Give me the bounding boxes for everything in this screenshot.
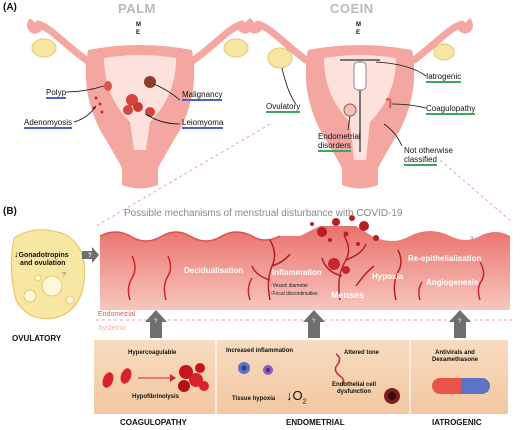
dashed-link-left: [95, 123, 271, 227]
increased-inflammation-label: Increased inflammation: [226, 348, 294, 354]
iatro-arrow-question: ?: [458, 319, 462, 325]
inflammation-label: Inflammation: [272, 268, 322, 277]
menses-label: Menses: [331, 290, 365, 300]
systemic-panel-background: [94, 340, 508, 414]
vessel-squiggle: [334, 353, 345, 387]
up-arrow-iatrogenic: [449, 310, 471, 338]
coein-title: COEIN: [330, 1, 374, 16]
palm-endometrium-label: E: [136, 30, 141, 36]
hypofibrinolysis-label: Hypofibrinolysis: [132, 394, 180, 400]
palm-uterus-diagram: [27, 18, 253, 189]
arrow-ovary-to-endometrium: [82, 247, 99, 263]
ovary-question-mark: ?: [62, 272, 66, 279]
endothelial-cell-illustration: [384, 388, 400, 404]
ovary-illustration: [10, 229, 86, 320]
endometrial-caption: ENDOMETRIAL: [286, 418, 345, 427]
dashed-link-right: [439, 159, 513, 223]
endometrial-side-label: Endometrial: [98, 311, 136, 318]
iatrogenic-label: Iatrogenic: [426, 72, 462, 83]
band-question-mark: ?: [470, 237, 474, 243]
hypercoagulable-label: Hypercoagulable: [128, 350, 177, 356]
angiogenesis-label: Angiogenesis: [426, 278, 479, 287]
panel-b-title: Possible mechanisms of menstrual disturb…: [124, 208, 403, 219]
endo-arrow-question: ?: [312, 319, 316, 325]
palm-myometrium-label: M: [136, 22, 141, 28]
ovulatory-label: Ovulatory: [266, 102, 301, 113]
reepithelialisation-label: Re-epithelialisation: [408, 254, 482, 263]
coein-uterus-diagram: [247, 18, 473, 189]
up-arrow-endometrial: [303, 310, 325, 338]
decidualisation-label: Decidualisation: [184, 266, 244, 275]
coagulopathy-label: Coagulopathy: [426, 104, 476, 115]
blood-cells-illustration: [102, 363, 209, 392]
leiomyoma-label: Leiomyoma: [182, 118, 224, 129]
focal-discontinuities-label: ↑Focal discontinuities: [270, 291, 318, 297]
tissue-hypoxia-label: Tissue hypoxia: [232, 396, 276, 402]
pill-illustration: [432, 378, 490, 394]
coein-myometrium-label: M: [356, 22, 361, 28]
up-arrow-coagulopathy: [145, 310, 167, 338]
polyp-label: Polyp: [46, 88, 67, 99]
coein-endometrium-label: E: [356, 30, 361, 36]
systemic-side-label: Systemic: [98, 325, 127, 332]
malignancy-label: Malignancy: [182, 90, 223, 101]
coag-arrow-question: ?: [154, 319, 158, 325]
endometrium-band: [99, 215, 510, 310]
palm-title: PALM: [118, 1, 156, 16]
panel-a-label: (A): [3, 2, 17, 13]
panel-b-label: (B): [3, 206, 17, 217]
ovulatory-caption: OVULATORY: [12, 334, 62, 343]
altered-tone-label: Altered tone: [344, 350, 380, 356]
hypoxia-label: Hypoxia: [372, 272, 404, 281]
adenomyosis-label: Adenomyosis: [24, 118, 73, 129]
arrow-question-mark: ?: [88, 253, 92, 259]
iatrogenic-caption: IATROGENIC: [432, 418, 482, 427]
o2-symbol: ↓O2: [286, 388, 307, 406]
immune-cells-illustration: [238, 362, 273, 375]
panel-a-leader-lines: [65, 61, 427, 147]
vessel-diameter-label: ↑Vessel diameter: [270, 283, 309, 289]
coagulopathy-caption: COAGULOPATHY: [120, 418, 187, 427]
